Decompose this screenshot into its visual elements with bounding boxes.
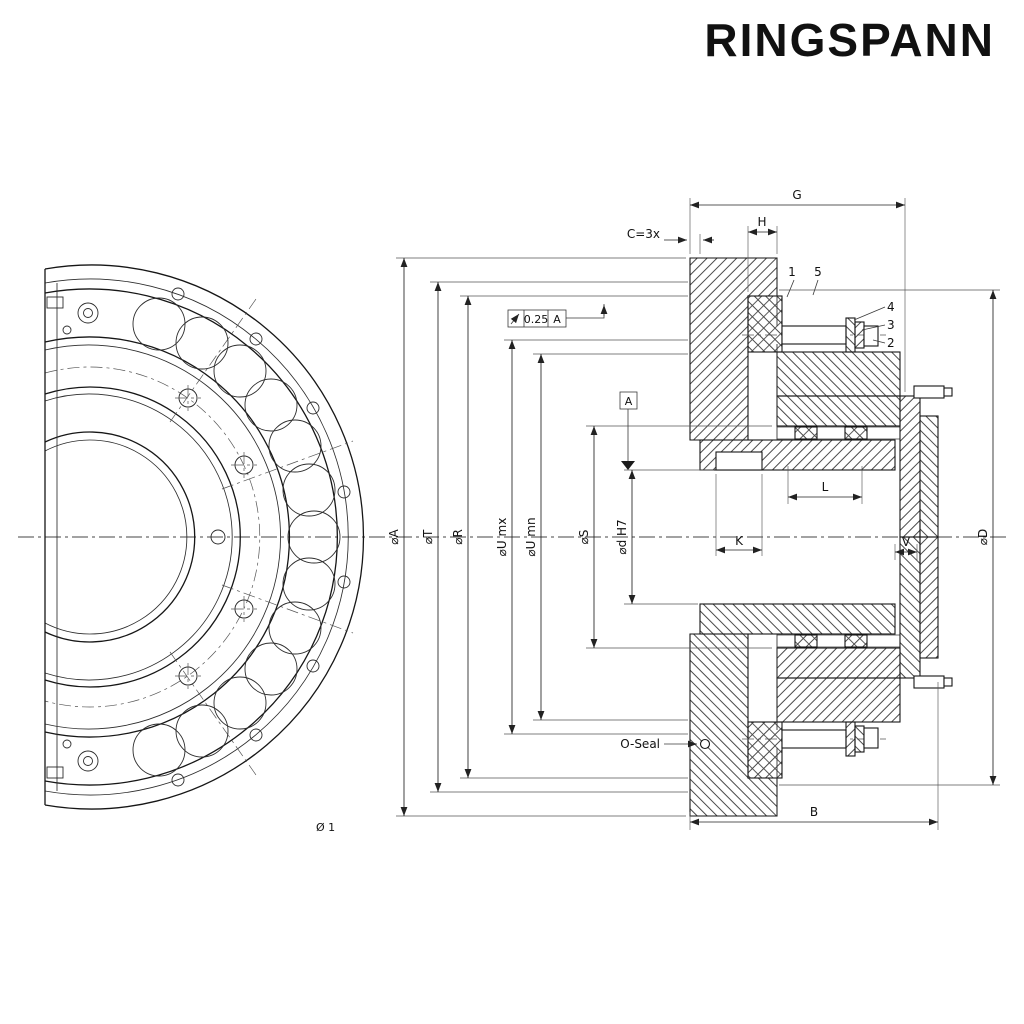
sprag-element [268, 601, 322, 655]
dim-label-dia-d-h7: ⌀d H7 [615, 519, 629, 554]
center-hole [210, 529, 226, 545]
part-number-3: 3 [887, 318, 895, 332]
section-view [689, 257, 953, 817]
dim-label-dia-s: ⌀S [577, 530, 591, 545]
tolerance-value: 0.25 [524, 313, 549, 326]
datum-symbol: A [619, 391, 638, 470]
sprag-element [268, 419, 322, 473]
sprag-element [282, 557, 336, 611]
o-seal-callout: O-Seal [620, 737, 697, 751]
outer-ring-flange-section [776, 351, 901, 397]
dim-label-dia-umin: ⌀U mn [524, 517, 538, 556]
section-lower-half [689, 536, 953, 817]
sprag-cage-ring [132, 297, 341, 777]
hub-step-arc [44, 393, 233, 681]
part-numbers: 1 5 4 3 2 [786, 265, 895, 350]
dim-label-l: L [822, 480, 829, 494]
brand-logo: RINGSPANN [704, 14, 995, 66]
part-number-1: 1 [788, 265, 796, 279]
outer-race-section [776, 395, 901, 427]
edge-bolt [77, 750, 99, 772]
sprag-element [132, 297, 186, 351]
fitting-block [913, 385, 945, 399]
sprag-element [244, 378, 298, 432]
outer-diameter-arc [44, 264, 365, 810]
sprag-element [213, 676, 267, 730]
part-number-5: 5 [814, 265, 822, 279]
dim-label-h: H [757, 215, 766, 229]
front-view-note: Ø 1 [316, 821, 335, 834]
sprag-element [132, 723, 186, 777]
edge-pin [62, 739, 72, 749]
end-plate-section [919, 415, 939, 538]
bolt-hole [306, 659, 320, 673]
dim-label-dia-umax: ⌀U mx [495, 518, 509, 557]
tolerance-datum-ref: A [553, 313, 561, 326]
datum-letter: A [625, 395, 633, 408]
dimensions: ⌀A ⌀T ⌀R ⌀U mx ⌀U mn ⌀S ⌀d H7 G H [387, 188, 1000, 830]
dim-label-c: C=3x [627, 227, 660, 241]
bolt-circle-arc [44, 366, 261, 708]
bolt-hole [249, 332, 263, 346]
bolt-hole [249, 728, 263, 742]
runout-symbol-icon [510, 313, 520, 325]
dim-label-v: V [902, 535, 911, 549]
o-ring-section [699, 738, 711, 750]
edge-slot [46, 766, 64, 779]
part-number-2: 2 [887, 336, 895, 350]
washer-outer [845, 317, 856, 353]
dim-label-dia-r: ⌀R [451, 529, 465, 545]
outer-bolt-holes [171, 287, 351, 787]
nut [863, 325, 879, 347]
dim-label-b: B [810, 805, 818, 819]
edge-bolt [77, 302, 99, 324]
hub-outer-arc [44, 386, 241, 688]
edge-bolt-inner [83, 756, 93, 766]
edge-pin [62, 325, 72, 335]
datum-triangle [621, 461, 635, 470]
sprag-section [794, 426, 818, 440]
race-arc [44, 344, 281, 730]
section-upper-half [689, 257, 953, 538]
screw-head-section [747, 295, 783, 353]
sprag-element [175, 316, 229, 370]
radial-centerlines [169, 298, 354, 776]
dim-label-dia-t: ⌀T [421, 529, 435, 544]
flat-edge-details [46, 296, 99, 779]
bore-arc [44, 431, 196, 643]
sprag-element [287, 510, 341, 564]
mounting-holes [175, 385, 257, 689]
tolerance-leader [566, 304, 605, 319]
sprag-element [282, 463, 336, 517]
bolt-hole [171, 287, 185, 301]
edge-bolt-inner [83, 308, 93, 318]
sprag-section [844, 426, 868, 440]
dim-label-g: G [792, 188, 801, 202]
part-number-4: 4 [887, 300, 895, 314]
edge-slot [46, 296, 64, 309]
cover-plate-section [899, 395, 921, 538]
sprag-element [175, 704, 229, 758]
dim-label-k: K [735, 534, 744, 548]
sprag-element [213, 344, 267, 398]
bolt-hole [337, 575, 351, 589]
washer-inner [854, 321, 865, 349]
cage-outer-arc [44, 288, 338, 786]
callouts: 0.25 A A 1 5 4 3 2 O-Seal [316, 265, 895, 834]
bolt-hole [337, 485, 351, 499]
keyway-section [715, 451, 763, 471]
dim-label-dia-a: ⌀A [387, 528, 401, 544]
grease-nipple [943, 387, 953, 397]
cage-inner-arc [44, 336, 291, 738]
dim-label-dia-big: ⌀D [976, 529, 990, 545]
bolt-hole [171, 773, 185, 787]
tolerance-frame: 0.25 A [507, 304, 608, 328]
bolt-hole [306, 401, 320, 415]
outer-ring-arc [44, 278, 349, 796]
bore-step-arc [44, 439, 188, 635]
o-seal-label: O-Seal [620, 737, 660, 751]
bolt-shank [781, 325, 847, 345]
sprag-element [244, 642, 298, 696]
front-view [44, 264, 365, 810]
